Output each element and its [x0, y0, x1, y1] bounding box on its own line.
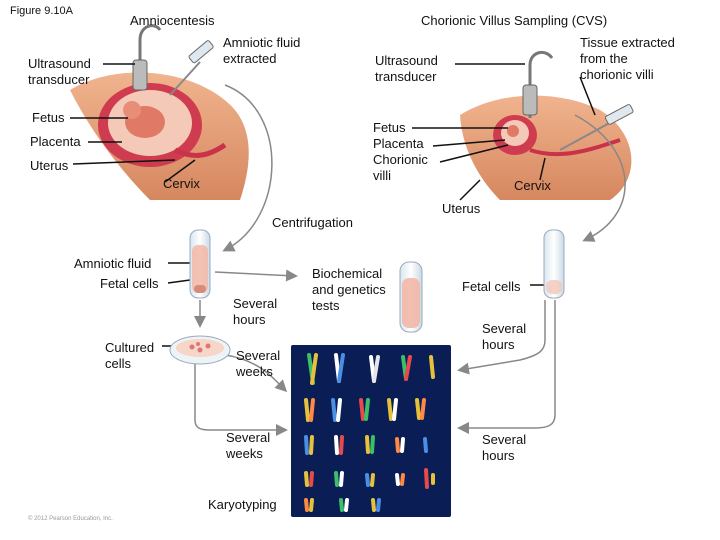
cvs-ultrasound-label: Ultrasound transducer [375, 53, 438, 84]
karyotyping-label: Karyotyping [208, 497, 277, 512]
cvs-test-tube [543, 229, 565, 299]
biochem-test-tube [399, 261, 423, 333]
cvs-several-hours-label-2: Several hours [482, 432, 527, 463]
several-weeks-label-2: Several weeks [226, 430, 271, 461]
amnio-cervix-label: Cervix [163, 176, 200, 191]
amniocentesis-title: Amniocentesis [130, 13, 215, 28]
tissue-extracted-label: Tissue extracted from the chorionic vill… [580, 35, 675, 82]
amnio-uterus-label: Uterus [30, 158, 69, 173]
several-hours-amnio-label: Several hours [233, 296, 278, 327]
pointer-lines [70, 63, 596, 347]
petri-dish [169, 335, 231, 365]
cvs-cervix-label: Cervix [514, 178, 551, 193]
cvs-transducer [522, 50, 554, 118]
figure-label: Figure 9.10A [10, 5, 73, 17]
cultured-cells-label: Cultured cells [105, 340, 155, 371]
amnio-body [70, 72, 249, 200]
cvs-fetus-placenta-villi-label: Fetus Placenta Chorionic villi [373, 120, 428, 183]
amniotic-fluid-extracted-label: Amniotic fluid extracted [223, 35, 301, 66]
cvs-fetal-cells-label: Fetal cells [462, 279, 521, 294]
amnio-test-tube [189, 229, 211, 299]
cvs-several-hours-label-1: Several hours [482, 321, 527, 352]
chromosome-spread [304, 353, 435, 512]
amnio-instruments [132, 24, 214, 96]
several-weeks-label-1: Several weeks [236, 348, 281, 379]
flow-arrows [194, 84, 626, 436]
cvs-body [460, 95, 634, 200]
cvs-uterus-label: Uterus [442, 201, 481, 216]
amniotic-fluid-label: Amniotic fluid [74, 256, 152, 271]
karyotype-image [291, 345, 451, 517]
cvs-title: Chorionic Villus Sampling (CVS) [421, 13, 608, 28]
copyright: © 2012 Pearson Education, Inc. [28, 516, 113, 522]
centrifugation-label: Centrifugation [272, 215, 353, 230]
biochemical-tests-label: Biochemical and genetics tests [312, 266, 386, 313]
amnio-fetal-cells-label: Fetal cells [100, 276, 159, 291]
amnio-fetus-label: Fetus [32, 110, 65, 125]
amnio-ultrasound-label: Ultrasound transducer [28, 56, 91, 87]
amnio-placenta-label: Placenta [30, 134, 81, 149]
